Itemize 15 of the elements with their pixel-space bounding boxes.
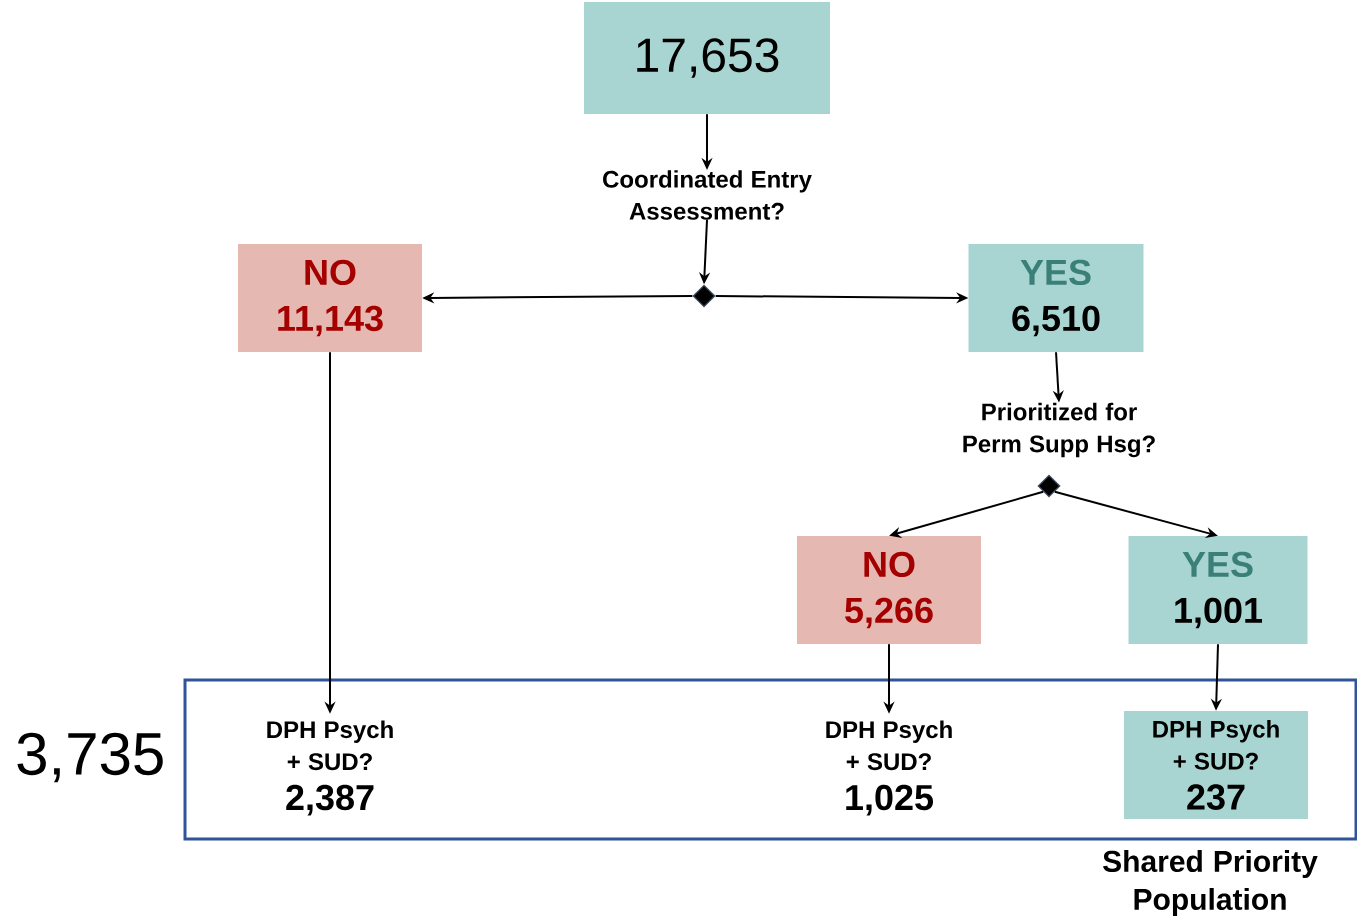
question-text: Coordinated Entry Assessment? (603, 170, 812, 220)
result-text: DPH Psych + SUD? 1,025 (826, 720, 952, 816)
decision-diamond (1037, 474, 1061, 498)
outcome-box: YES 6,510 (968, 244, 1144, 352)
decision-diamond (692, 284, 716, 308)
total-count: 3,735 (17, 732, 163, 783)
question-text: Prioritized for Perm Supp Hsg? (963, 402, 1155, 458)
caption-text: Shared Priority Population (1103, 850, 1318, 916)
result-text: DPH Psych + SUD? 2,387 (267, 720, 393, 816)
outcome-box: NO 11,143 (238, 244, 422, 352)
outcome-box: NO 5,266 (797, 536, 981, 644)
result-box: DPH Psych + SUD? 237 (1124, 711, 1308, 819)
count-box: 17,653 (584, 2, 830, 114)
population-frame (183, 678, 1357, 841)
outcome-box: YES 1,001 (1128, 536, 1308, 644)
